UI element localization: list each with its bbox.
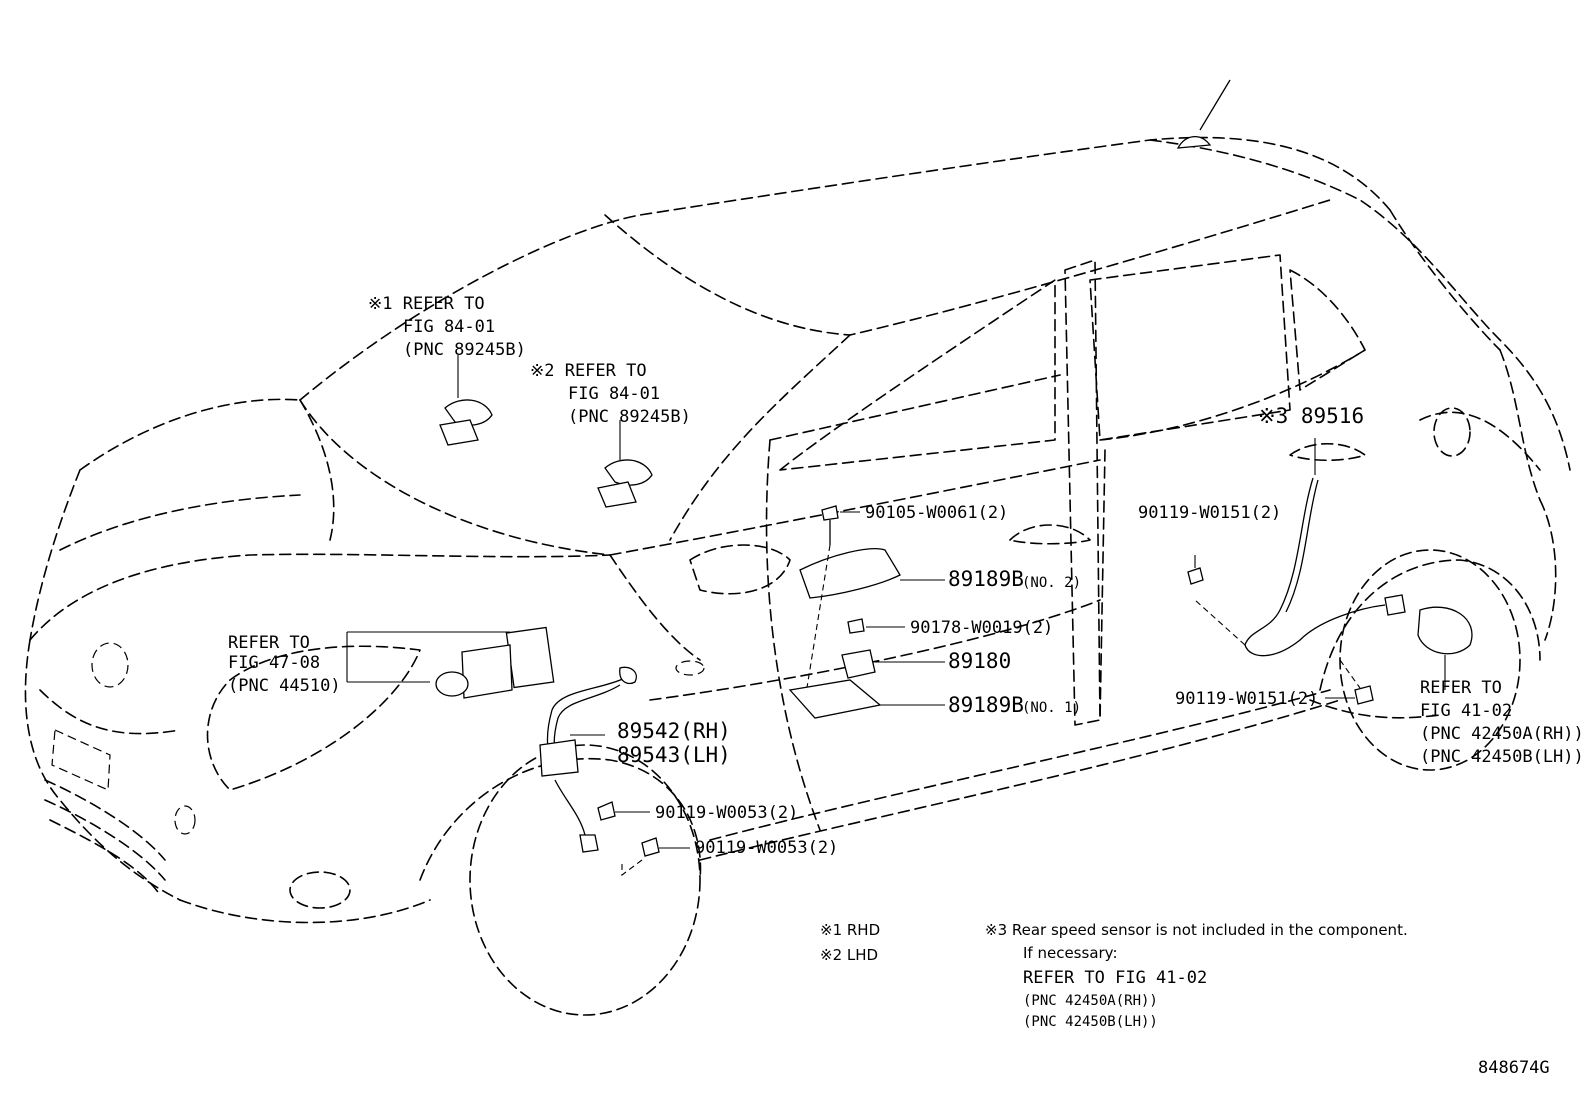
abs-actuator xyxy=(346,626,555,699)
ref-rhd-line1: ※1 REFER TO xyxy=(368,294,485,314)
nut-90178 xyxy=(847,618,905,634)
ref-abs-line3: (PNC 44510) xyxy=(228,676,341,696)
legend-note3-line2: If necessary: xyxy=(1023,944,1118,962)
bolt-rear-a xyxy=(1187,555,1204,585)
screw-90105 xyxy=(804,505,860,701)
label-89189b-no1-suffix: (NO. 1) xyxy=(1022,700,1081,716)
bracket-no2 xyxy=(799,548,945,599)
sensor-rhd xyxy=(439,355,493,446)
label-89189b-no2-suffix: (NO. 2) xyxy=(1022,575,1081,591)
legend-note3-line4: (PNC 42450A(RH)) xyxy=(1023,993,1158,1009)
ref-hub-line3: (PNC 42450A(RH)) xyxy=(1420,724,1584,744)
ref-rhd-line2: FIG 84-01 xyxy=(403,317,495,337)
label-90119-w0151-a: 90119-W0151(2) xyxy=(1138,503,1281,523)
label-89189b-no1: 89189B xyxy=(948,693,1024,717)
bolt-front-b xyxy=(621,837,690,877)
legend-lhd: ※2 LHD xyxy=(820,946,878,964)
ref-lhd-line3: (PNC 89245B) xyxy=(568,407,691,427)
bolt-front-a xyxy=(597,801,650,821)
label-89516: ※3 89516 xyxy=(1258,404,1364,428)
block-89180 xyxy=(841,649,945,679)
legend-note3-line1: ※3 Rear speed sensor is not included in … xyxy=(985,921,1408,939)
bracket-no1 xyxy=(788,679,945,719)
rear-speed-sensor xyxy=(1194,438,1473,657)
label-89189b-no2: 89189B xyxy=(948,567,1024,591)
label-90119-w0053-a: 90119-W0053(2) xyxy=(655,803,798,823)
sensor-lhd xyxy=(597,420,653,508)
car-body-outline xyxy=(24,79,1571,1016)
label-89180: 89180 xyxy=(948,649,1011,673)
ref-hub-line4: (PNC 42450B(LH)) xyxy=(1420,747,1584,767)
label-90178: 90178-W0019(2) xyxy=(910,618,1053,638)
ref-abs-line1: REFER TO xyxy=(228,633,310,653)
ref-hub-line2: FIG 41-02 xyxy=(1420,701,1512,721)
ref-rhd-line3: (PNC 89245B) xyxy=(403,340,526,360)
label-90119-w0053-b: 90119-W0053(2) xyxy=(695,838,838,858)
ref-lhd-line1: ※2 REFER TO xyxy=(530,361,647,381)
legend-note3-line3: REFER TO FIG 41-02 xyxy=(1023,968,1207,988)
label-89543: 89543(LH) xyxy=(617,743,731,767)
ref-abs-line2: FIG 47-08 xyxy=(228,653,320,673)
label-90105: 90105-W0061(2) xyxy=(865,503,1008,523)
bolt-rear-b xyxy=(1325,655,1446,705)
label-89542: 89542(RH) xyxy=(617,719,731,743)
legend-rhd: ※1 RHD xyxy=(820,921,880,939)
front-speed-sensor xyxy=(539,666,637,853)
ref-lhd-line2: FIG 84-01 xyxy=(568,384,660,404)
legend-note3-line5: (PNC 42450B(LH)) xyxy=(1023,1014,1158,1030)
figure-id: 848674G xyxy=(1478,1058,1550,1078)
label-90119-w0151-b: 90119-W0151(2) xyxy=(1175,689,1318,709)
ref-hub-line1: REFER TO xyxy=(1420,678,1502,698)
